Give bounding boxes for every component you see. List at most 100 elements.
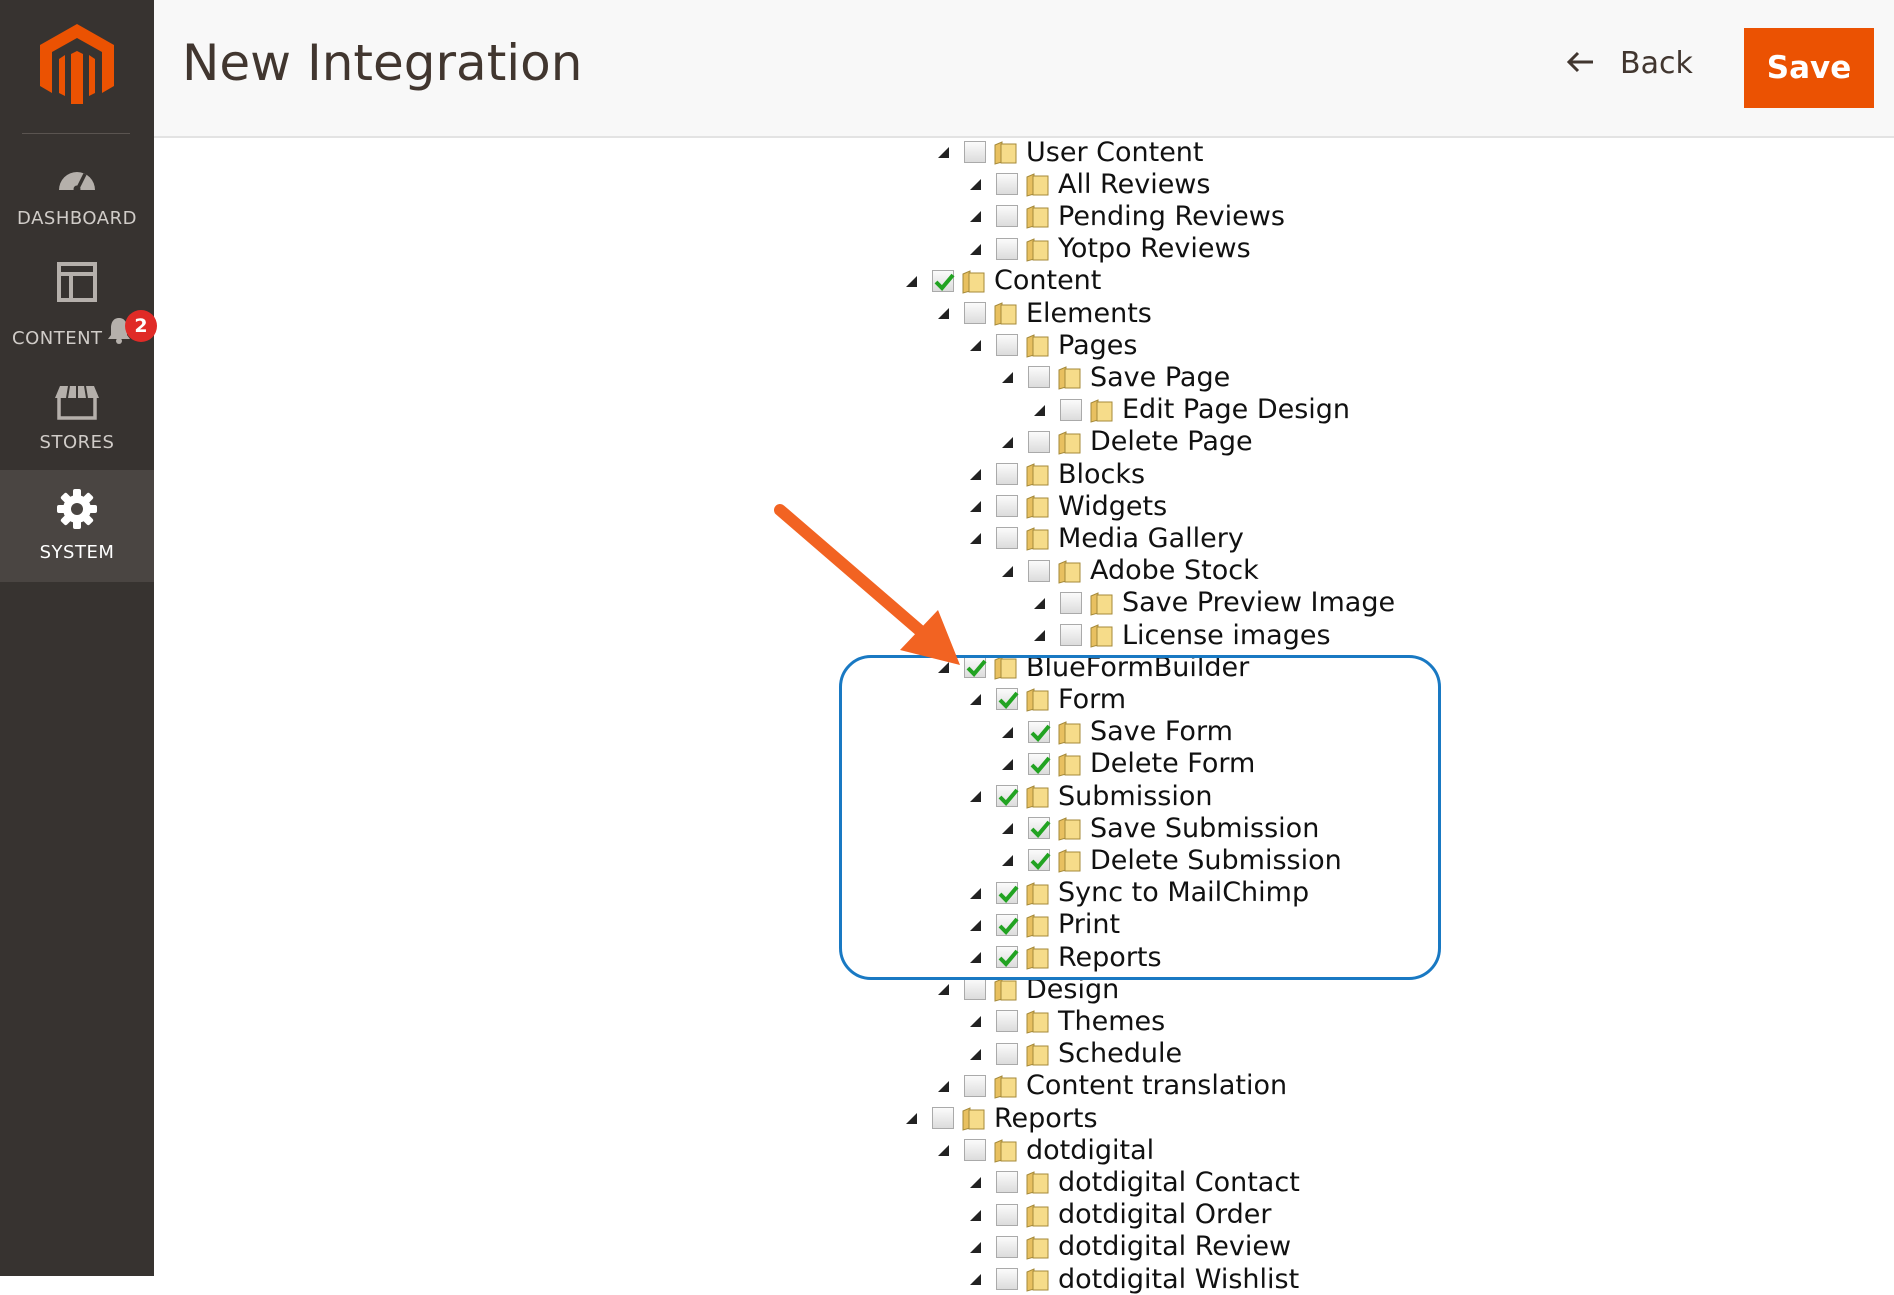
tree-node-label[interactable]: Elements [1026, 297, 1152, 329]
tree-checkbox[interactable] [1060, 591, 1082, 614]
tree-checkbox[interactable] [1060, 398, 1082, 421]
tree-node-label[interactable]: Yotpo Reviews [1058, 233, 1251, 265]
tree-node-label[interactable]: Save Page [1090, 361, 1231, 393]
tree-node-label[interactable]: Edit Page Design [1122, 394, 1351, 426]
tree-checkbox[interactable] [996, 688, 1019, 711]
expand-triangle-icon[interactable] [968, 950, 982, 964]
tree-node-label[interactable]: dotdigital Contact [1058, 1166, 1300, 1198]
tree-node-label[interactable]: dotdigital Order [1058, 1199, 1272, 1231]
expand-triangle-icon[interactable] [904, 274, 918, 288]
tree-checkbox[interactable] [996, 1171, 1018, 1194]
tree-node-label[interactable]: Pages [1058, 329, 1138, 361]
tree-node-label[interactable]: User Content [1026, 136, 1204, 168]
tree-checkbox[interactable] [1028, 430, 1050, 453]
expand-triangle-icon[interactable] [968, 1175, 982, 1189]
tree-node-label[interactable]: dotdigital Wishlist [1058, 1263, 1300, 1295]
tree-checkbox[interactable] [996, 1268, 1018, 1290]
tree-node-label[interactable]: Media Gallery [1058, 522, 1244, 554]
tree-node-label[interactable]: Reports [994, 1102, 1098, 1134]
tree-checkbox[interactable] [996, 913, 1019, 936]
expand-triangle-icon[interactable] [936, 982, 950, 996]
tree-checkbox[interactable] [996, 881, 1019, 904]
expand-triangle-icon[interactable] [968, 209, 982, 223]
tree-checkbox[interactable] [1028, 752, 1051, 775]
tree-checkbox[interactable] [996, 1235, 1018, 1258]
tree-node-label[interactable]: Widgets [1058, 490, 1168, 522]
tree-checkbox[interactable] [964, 141, 986, 163]
tree-checkbox[interactable] [932, 269, 955, 292]
tree-checkbox[interactable] [964, 1074, 986, 1097]
tree-checkbox[interactable] [964, 1139, 986, 1162]
expand-triangle-icon[interactable] [968, 789, 982, 803]
expand-triangle-icon[interactable] [1032, 596, 1046, 610]
tree-node-label[interactable]: Save Form [1090, 716, 1233, 748]
tree-checkbox[interactable] [1028, 559, 1050, 582]
tree-checkbox[interactable] [996, 495, 1018, 518]
tree-node-label[interactable]: Pending Reviews [1058, 200, 1285, 232]
tree-checkbox[interactable] [996, 527, 1018, 550]
tree-node-label[interactable]: Save Preview Image [1122, 587, 1396, 619]
save-button[interactable]: Save [1744, 28, 1874, 108]
expand-triangle-icon[interactable] [968, 467, 982, 481]
expand-triangle-icon[interactable] [1000, 725, 1014, 739]
tree-checkbox[interactable] [964, 978, 986, 1001]
expand-triangle-icon[interactable] [968, 692, 982, 706]
expand-triangle-icon[interactable] [968, 886, 982, 900]
expand-triangle-icon[interactable] [1000, 757, 1014, 771]
tree-checkbox[interactable] [1028, 849, 1051, 872]
tree-checkbox[interactable] [1060, 624, 1082, 646]
magento-logo-icon[interactable] [40, 24, 114, 108]
expand-triangle-icon[interactable] [1000, 853, 1014, 867]
tree-checkbox[interactable] [932, 1107, 954, 1129]
tree-node-label[interactable]: Submission [1058, 780, 1213, 812]
tree-checkbox[interactable] [996, 205, 1018, 228]
tree-node-label[interactable]: Delete Page [1090, 426, 1253, 458]
tree-checkbox[interactable] [1028, 817, 1051, 840]
tree-checkbox[interactable] [996, 785, 1019, 807]
sidebar-item-system[interactable]: SYSTEM [0, 470, 154, 582]
expand-triangle-icon[interactable] [1000, 435, 1014, 449]
expand-triangle-icon[interactable] [968, 531, 982, 545]
tree-node-label[interactable]: Print [1058, 909, 1121, 941]
tree-checkbox[interactable] [996, 237, 1018, 260]
expand-triangle-icon[interactable] [936, 1143, 950, 1157]
tree-checkbox[interactable] [1028, 720, 1051, 743]
tree-node-label[interactable]: Content translation [1026, 1070, 1288, 1102]
tree-node-label[interactable]: Reports [1058, 941, 1162, 973]
expand-triangle-icon[interactable] [968, 918, 982, 932]
tree-node-label[interactable]: Adobe Stock [1090, 555, 1259, 587]
expand-triangle-icon[interactable] [968, 1014, 982, 1028]
tree-checkbox[interactable] [996, 1042, 1018, 1065]
tree-checkbox[interactable] [996, 463, 1018, 485]
expand-triangle-icon[interactable] [936, 1079, 950, 1093]
tree-node-label[interactable]: Save Submission [1090, 812, 1320, 844]
expand-triangle-icon[interactable] [968, 1240, 982, 1254]
tree-node-label[interactable]: All Reviews [1058, 168, 1211, 200]
tree-node-label[interactable]: Sync to MailChimp [1058, 877, 1310, 909]
expand-triangle-icon[interactable] [1000, 370, 1014, 384]
tree-node-label[interactable]: Content [994, 265, 1102, 297]
tree-node-label[interactable]: dotdigital [1026, 1134, 1155, 1166]
tree-checkbox[interactable] [996, 173, 1018, 196]
tree-node-label[interactable]: License images [1122, 619, 1331, 651]
tree-checkbox[interactable] [996, 334, 1018, 357]
tree-checkbox[interactable] [1028, 366, 1050, 389]
expand-triangle-icon[interactable] [968, 1208, 982, 1222]
sidebar-item-dashboard[interactable]: DASHBOARD [0, 160, 154, 260]
tree-checkbox[interactable] [996, 946, 1019, 968]
tree-node-label[interactable]: dotdigital Review [1058, 1231, 1292, 1263]
expand-triangle-icon[interactable] [968, 242, 982, 256]
expand-triangle-icon[interactable] [936, 145, 950, 159]
expand-triangle-icon[interactable] [1032, 403, 1046, 417]
tree-node-label[interactable]: Form [1058, 683, 1127, 715]
tree-node-label[interactable]: Blocks [1058, 458, 1146, 490]
expand-triangle-icon[interactable] [904, 1111, 918, 1125]
tree-node-label[interactable]: Delete Submission [1090, 844, 1342, 876]
tree-node-label[interactable]: Delete Form [1090, 748, 1256, 780]
back-button[interactable]: Back [1566, 46, 1693, 81]
tree-checkbox[interactable] [996, 1203, 1018, 1226]
expand-triangle-icon[interactable] [936, 306, 950, 320]
tree-node-label[interactable]: Themes [1058, 1005, 1166, 1037]
sidebar-item-stores[interactable]: STORES [0, 384, 154, 474]
expand-triangle-icon[interactable] [968, 1272, 982, 1286]
